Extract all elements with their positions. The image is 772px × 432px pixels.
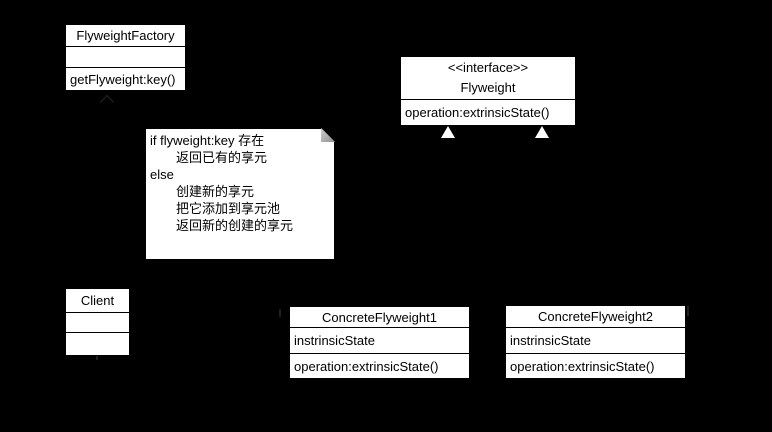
note-line: 返回已有的享元 [176,150,268,165]
faint-open-arrowhead-icon [99,94,115,110]
class-title: ConcreteFlyweight1 [290,307,469,328]
note-line: 把它添加到享元池 [176,201,281,216]
attributes-compartment-empty [66,47,185,68]
class-title: ConcreteFlyweight2 [506,306,685,328]
class-box-concrete-flyweight-2: ConcreteFlyweight2 instrinsicState opera… [505,305,686,379]
interface-box-flyweight: <<interface>> Flyweight operation:extrin… [400,56,576,126]
class-box-flyweight-factory: FlyweightFactory getFlyweight:key() [65,24,186,91]
note-line: 返回新的创建的享元 [176,218,294,233]
realization-arrowhead-icon [441,126,455,138]
note-line: if flyweight:key 存在 [150,133,265,148]
methods-compartment-empty [66,333,129,355]
faint-connector-mark [279,309,281,317]
interface-stereotype: <<interface>> [447,60,529,75]
class-box-client: Client [65,288,130,356]
class-box-concrete-flyweight-1: ConcreteFlyweight1 instrinsicState opera… [289,306,470,379]
method-label: getFlyweight:key() [70,71,176,87]
class-title: Client [66,289,129,313]
faint-connector-mark [687,306,689,316]
interface-title: <<interface>> Flyweight [401,57,575,100]
note-line: else [150,167,174,182]
attributes-compartment-empty [66,313,129,333]
realization-arrowhead-icon [535,126,549,138]
method-label: operation:extrinsicState() [294,358,439,374]
attribute-label: instrinsicState [290,328,469,354]
method-label: operation:extrinsicState() [405,105,550,120]
faint-connector-mark [96,356,98,360]
note-box: if flyweight:key 存在 返回已有的享元 else 创建新的享元 … [145,128,335,260]
class-title: FlyweightFactory [66,25,185,47]
note-line: 创建新的享元 [176,184,255,199]
attribute-label: instrinsicState [506,328,685,354]
interface-name: Flyweight [460,80,516,95]
method-label: operation:extrinsicState() [510,358,655,374]
note-fold-corner-icon [321,128,335,142]
